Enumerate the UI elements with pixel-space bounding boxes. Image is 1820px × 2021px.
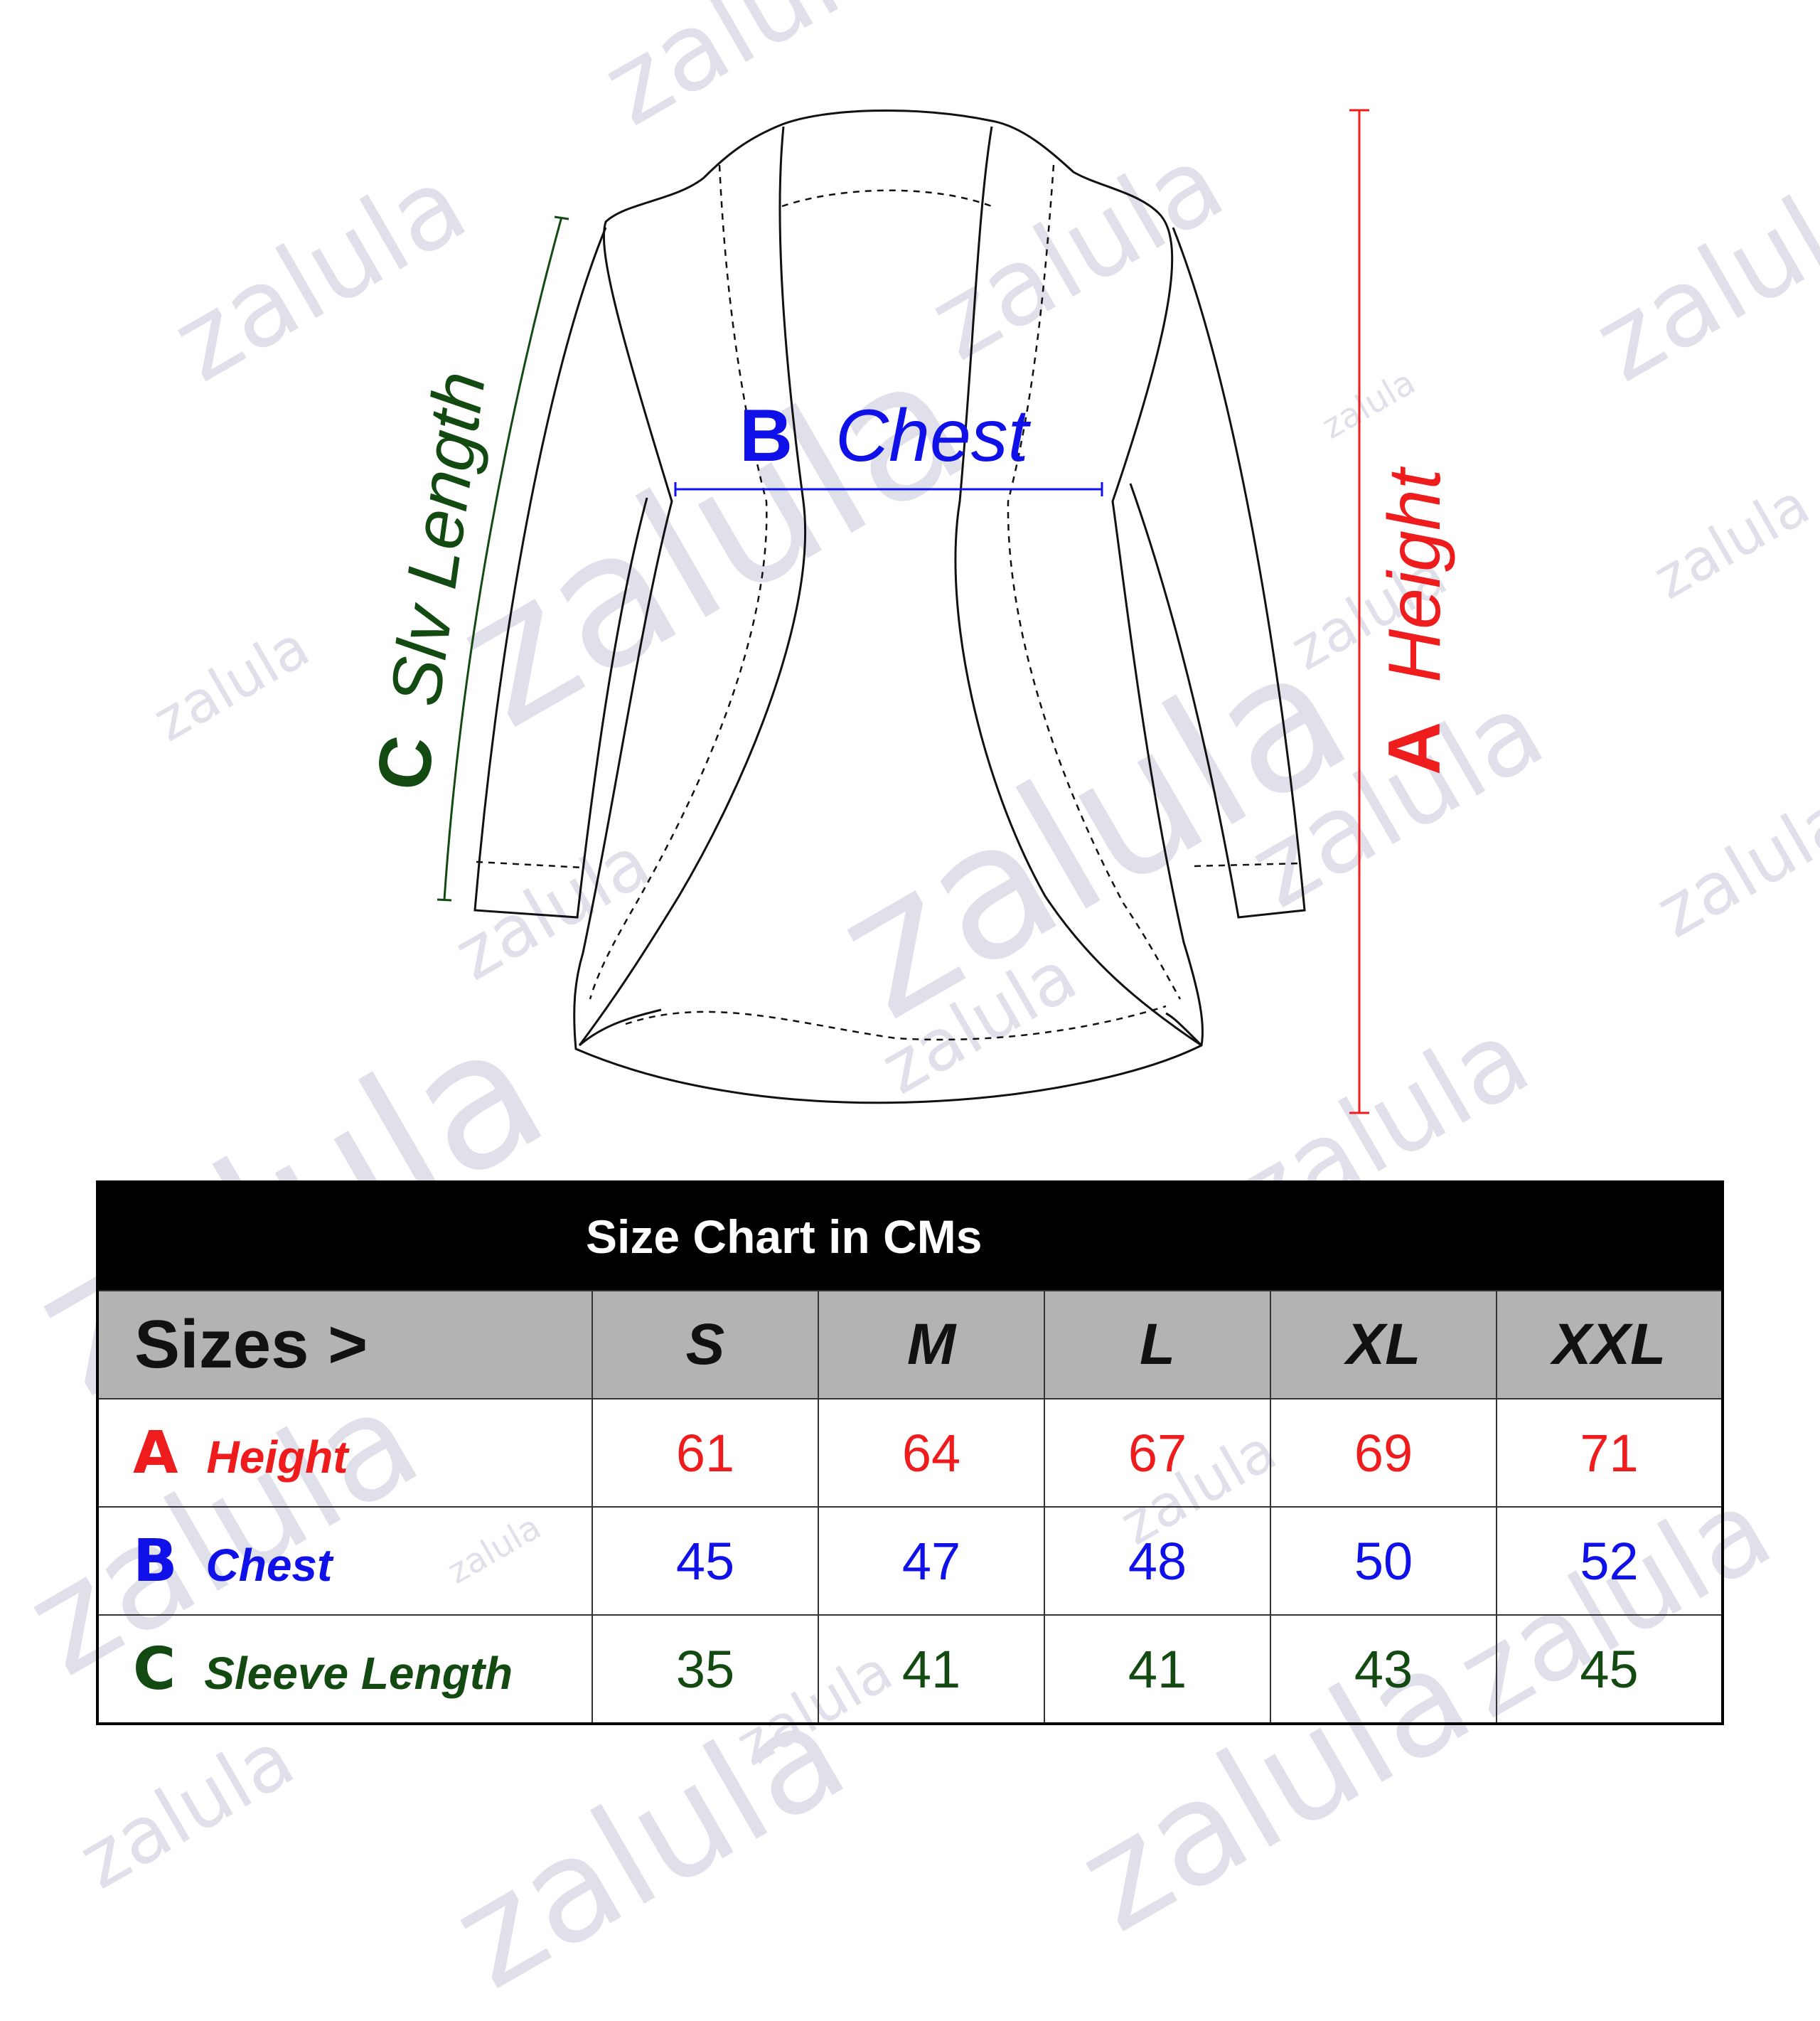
table-cell: 45 bbox=[1496, 1614, 1723, 1724]
table-title: Size Chart in CMs bbox=[97, 1181, 1723, 1291]
sleeve-label-name: Slv Length bbox=[375, 367, 501, 711]
hem-outline bbox=[579, 1008, 1203, 1047]
size-header: L bbox=[1044, 1290, 1271, 1399]
row-name: Height bbox=[206, 1431, 348, 1483]
table-header-row: Sizes > S M L XL XXL bbox=[97, 1290, 1723, 1399]
size-header: S bbox=[592, 1290, 819, 1399]
chest-label-letter: B bbox=[739, 395, 793, 477]
table-cell: 35 bbox=[592, 1614, 819, 1724]
sizes-header: Sizes > bbox=[97, 1290, 593, 1399]
row-letter: B bbox=[133, 1527, 178, 1595]
right-sleeve-outline bbox=[1129, 227, 1306, 919]
height-label-letter: A bbox=[1374, 722, 1456, 775]
right-lapel-stitch bbox=[1007, 164, 1182, 1000]
table-cell: 67 bbox=[1044, 1398, 1271, 1508]
size-header: XXL bbox=[1496, 1290, 1723, 1399]
row-name: Sleeve Length bbox=[204, 1647, 513, 1699]
cardigan-diagram: B Chest A Height C Slv Length bbox=[361, 109, 1456, 1114]
left-lapel-outline bbox=[578, 126, 807, 1046]
left-cuff-stitch bbox=[476, 860, 584, 869]
table-row-sleeve: C Sleeve Length 35 41 41 43 45 bbox=[97, 1614, 1723, 1724]
collar-stitch bbox=[781, 189, 996, 209]
table-row-chest: B Chest 45 47 48 50 52 bbox=[97, 1506, 1723, 1616]
table-cell: 50 bbox=[1270, 1506, 1497, 1616]
garment-outline bbox=[573, 109, 1204, 1104]
table-cell: 47 bbox=[818, 1506, 1045, 1616]
watermark: zalula bbox=[64, 1712, 309, 1907]
table-cell: 69 bbox=[1270, 1398, 1497, 1508]
table-cell: 61 bbox=[592, 1398, 819, 1508]
row-letter: C bbox=[133, 1635, 176, 1703]
size-header: XL bbox=[1270, 1290, 1497, 1399]
row-letter: A bbox=[133, 1419, 178, 1487]
hem-stitch bbox=[625, 1005, 1167, 1041]
table-cell: 41 bbox=[818, 1614, 1045, 1724]
left-lapel-stitch bbox=[589, 164, 768, 1000]
height-label-name: Height bbox=[1374, 466, 1456, 683]
table-cell: 64 bbox=[818, 1398, 1045, 1508]
sleeve-measure-tick bbox=[554, 215, 569, 220]
size-chart-table: Size Chart in CMs Sizes > S M L XL XXL A… bbox=[96, 1180, 1724, 1725]
table-cell: 71 bbox=[1496, 1398, 1723, 1508]
table-cell: 41 bbox=[1044, 1614, 1271, 1724]
row-label: C Sleeve Length bbox=[97, 1614, 593, 1724]
row-label: A Height bbox=[97, 1398, 593, 1508]
size-header: M bbox=[818, 1290, 1045, 1399]
table-cell: 45 bbox=[592, 1506, 819, 1616]
table-cell: 43 bbox=[1270, 1614, 1497, 1724]
row-label: B Chest bbox=[97, 1506, 593, 1616]
chest-label-name: Chest bbox=[835, 395, 1032, 477]
sleeve-label-letter: C bbox=[361, 731, 450, 796]
left-sleeve-outline bbox=[473, 227, 648, 919]
table-title-row: Size Chart in CMs bbox=[97, 1181, 1723, 1291]
row-name: Chest bbox=[205, 1539, 333, 1591]
table-row-height: A Height 61 64 67 69 71 bbox=[97, 1398, 1723, 1508]
right-cuff-stitch bbox=[1194, 862, 1302, 868]
right-lapel-outline bbox=[954, 126, 1202, 1047]
sleeve-measure-line bbox=[443, 216, 563, 900]
table-cell: 52 bbox=[1496, 1506, 1723, 1616]
table-cell: 48 bbox=[1044, 1506, 1271, 1616]
